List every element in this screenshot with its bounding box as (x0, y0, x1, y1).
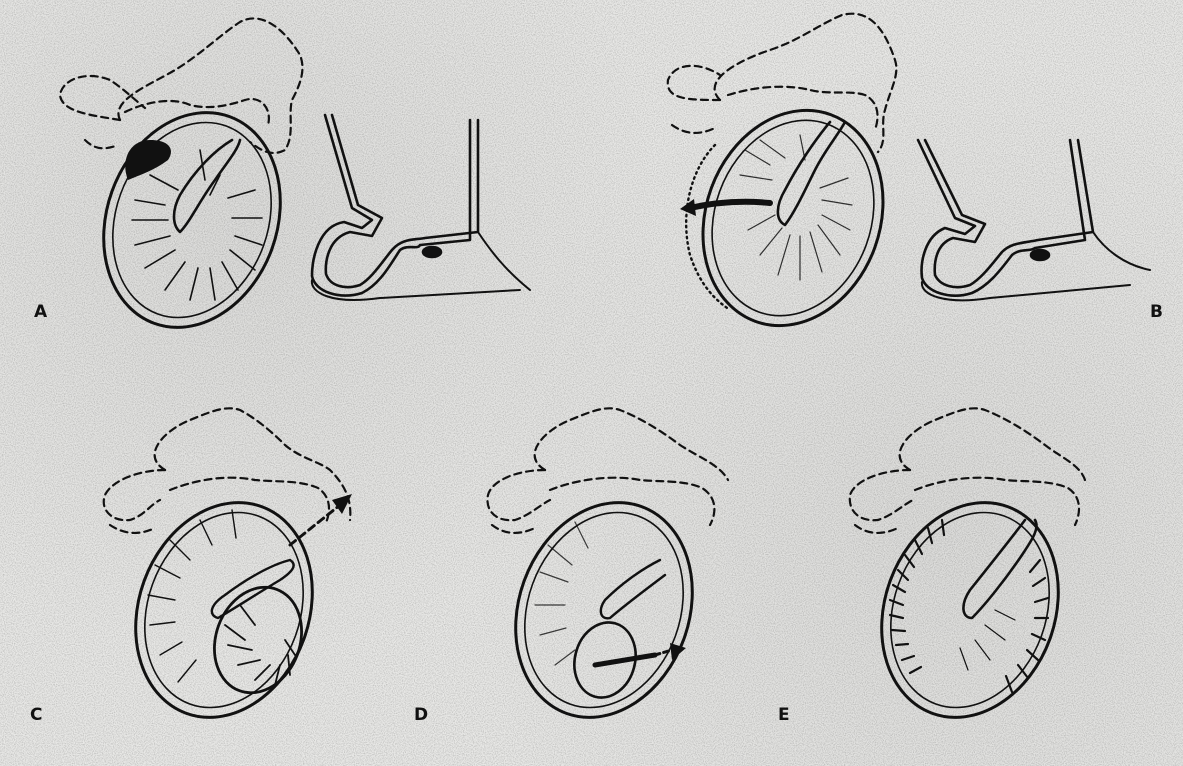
panel-label-b: B (1150, 302, 1163, 322)
panel-label-e: E (778, 705, 790, 725)
panel-label-a: A (34, 302, 47, 322)
panel-label-d: D (414, 705, 428, 725)
panel-label-c: C (30, 705, 42, 725)
